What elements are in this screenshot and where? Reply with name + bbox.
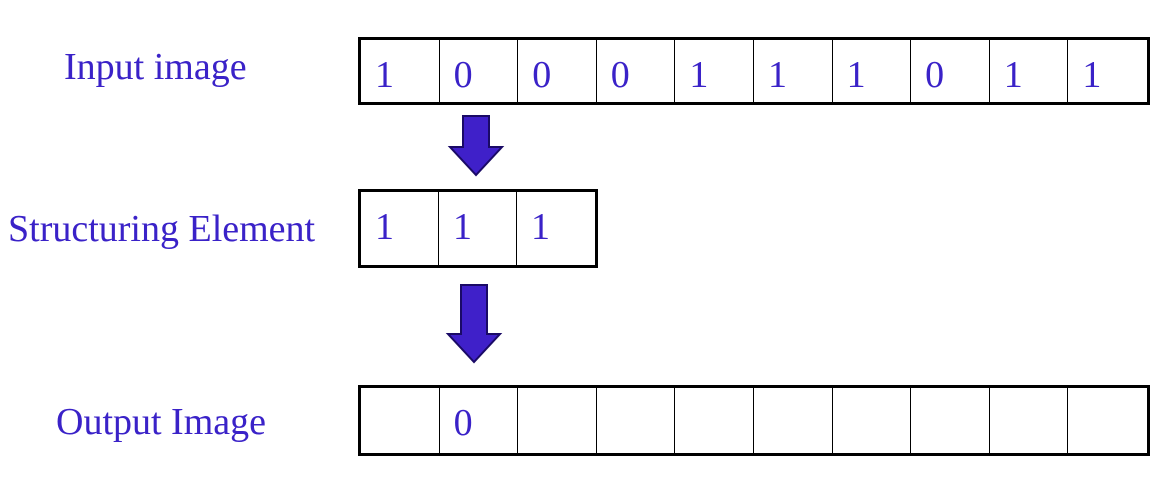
structuring-cell: 1	[439, 192, 517, 265]
input-image-label: Input image	[64, 46, 247, 88]
input-cell: 1	[990, 40, 1069, 102]
output-cell	[754, 388, 833, 453]
down-arrow-icon	[445, 284, 503, 364]
down-arrow-shape	[447, 115, 505, 177]
down-arrow-icon	[447, 115, 505, 177]
output-cell	[597, 388, 676, 453]
output-cell	[911, 388, 990, 453]
input-cell: 1	[675, 40, 754, 102]
input-cell: 0	[911, 40, 990, 102]
output-cell	[833, 388, 912, 453]
input-cell: 1	[833, 40, 912, 102]
output-image-row: 0	[358, 385, 1150, 456]
input-cell: 1	[361, 40, 440, 102]
structuring-element-label: Structuring Element	[8, 208, 316, 250]
output-cell	[990, 388, 1069, 453]
input-cell: 0	[518, 40, 597, 102]
output-image-label: Output Image	[56, 401, 267, 443]
output-cell: 0	[440, 388, 519, 453]
input-cell: 0	[597, 40, 676, 102]
input-cell: 0	[440, 40, 519, 102]
input-cell: 1	[754, 40, 833, 102]
input-cell: 1	[1082, 54, 1102, 96]
input-image-row: 1 0 0 0 1 1 1 0 1 1	[358, 37, 1150, 105]
structuring-cell: 1	[531, 206, 550, 248]
structuring-cell: 1	[361, 192, 439, 265]
down-arrow-shape	[445, 284, 503, 364]
output-cell	[675, 388, 754, 453]
output-cell	[361, 388, 440, 453]
structuring-element-row: 1 1 1	[358, 189, 598, 268]
output-cell	[518, 388, 597, 453]
output-cell	[1068, 388, 1147, 453]
